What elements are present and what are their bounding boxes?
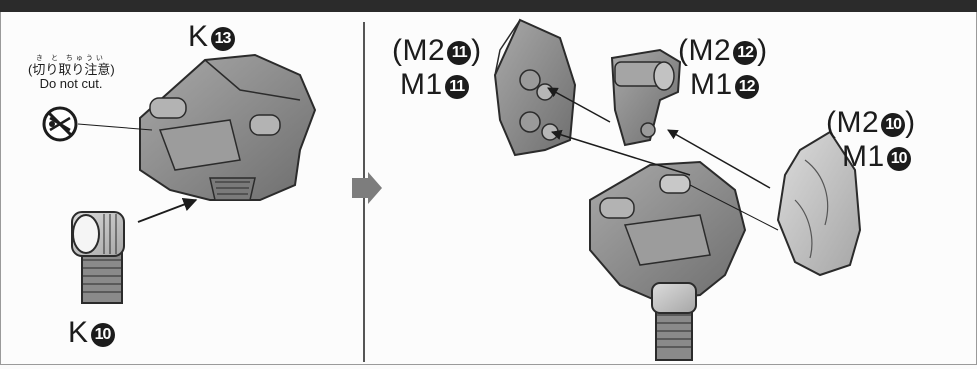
warning-english: Do not cut. bbox=[28, 77, 114, 91]
part-number-badge: 13 bbox=[211, 27, 235, 51]
warning-japanese: (切り取り注意) bbox=[28, 63, 114, 77]
part-number-badge: 10 bbox=[91, 323, 115, 347]
part-assembled-body bbox=[590, 162, 745, 360]
part-letter: K bbox=[68, 316, 89, 349]
part-letter: K bbox=[188, 20, 209, 53]
step-arrow-icon bbox=[352, 172, 382, 204]
part-k10 bbox=[72, 212, 124, 303]
part-k13 bbox=[140, 55, 315, 200]
cut-warning: き と ちゅうい (切り取り注意) Do not cut. bbox=[28, 55, 114, 91]
no-cut-icon bbox=[44, 108, 76, 140]
